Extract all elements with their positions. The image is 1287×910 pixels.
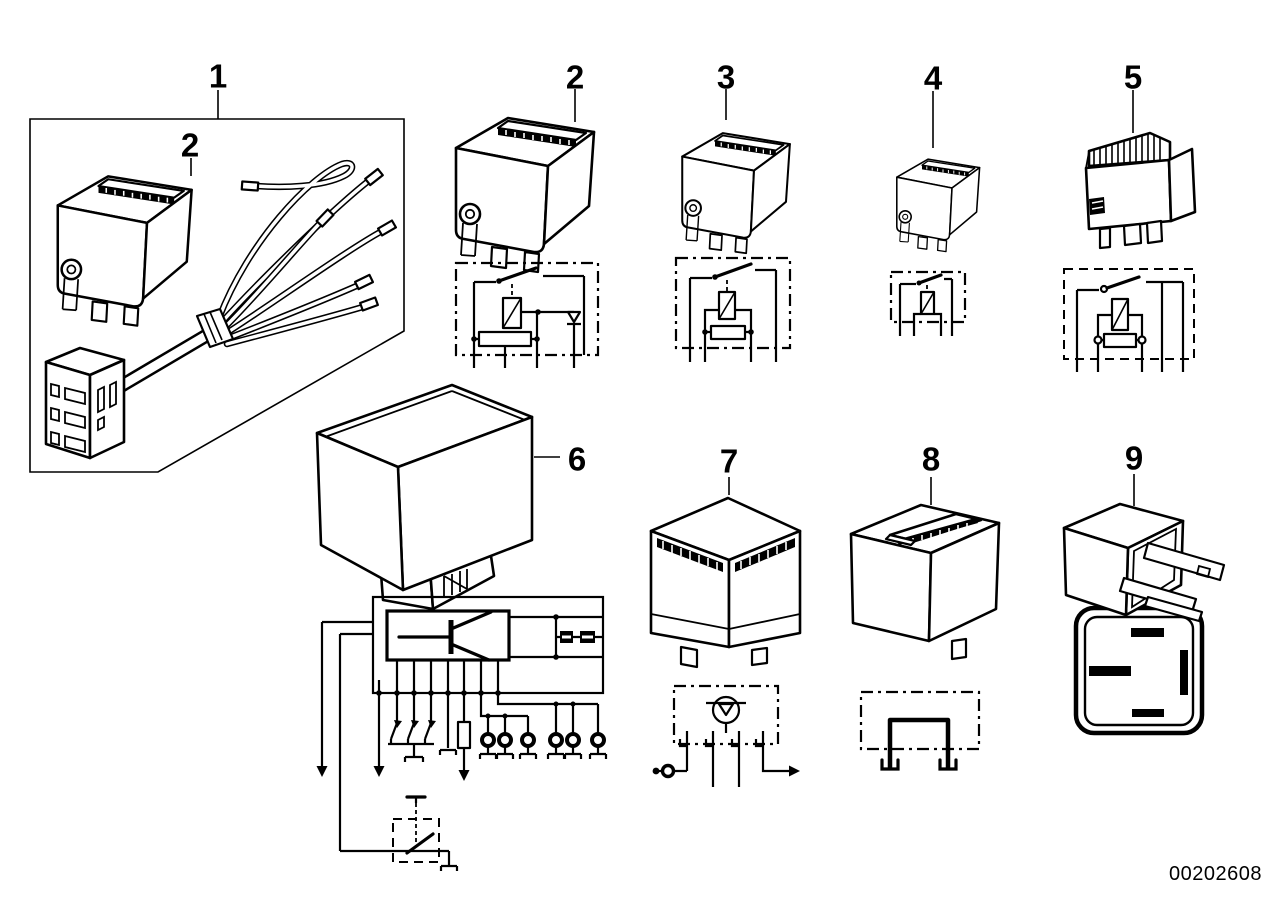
kit-harness-wires	[215, 159, 398, 348]
kit-harness-sleeve	[195, 307, 235, 349]
schematic-relay-3	[674, 256, 792, 362]
schematic-relay-5	[1063, 268, 1195, 372]
schematic-relay-8	[859, 690, 981, 771]
callout-item-1: 1	[208, 57, 228, 95]
relay-drawing-3	[681, 89, 791, 255]
relay-drawing-7	[649, 477, 802, 669]
schematic-relay-4	[889, 270, 967, 336]
relay-drawing-9	[1062, 474, 1226, 736]
relay-drawing-2	[454, 89, 596, 274]
callout-item-9: 9	[1124, 439, 1144, 477]
kit-connector-plug	[44, 346, 126, 460]
relay-drawing-4	[896, 91, 981, 253]
relay-drawing-5	[1084, 90, 1197, 250]
callout-item-3: 3	[716, 58, 736, 96]
kit-box-outline	[29, 90, 405, 473]
catalog-number: 00202608	[1169, 863, 1262, 885]
relay-drawing-8	[849, 477, 1001, 661]
callout-item-7: 7	[719, 442, 739, 480]
callout-item-5: 5	[1123, 58, 1143, 96]
schematic-relay-2	[454, 261, 600, 368]
kit-relay-drawing	[56, 158, 193, 327]
schematic-relay-6	[316, 595, 608, 871]
callout-kit-relay-2: 2	[180, 126, 200, 164]
callout-item-8: 8	[921, 440, 941, 478]
relay-drawing-6	[315, 383, 560, 611]
schematic-relay-7	[652, 684, 800, 787]
callout-item-4: 4	[923, 59, 943, 97]
callout-item-2: 2	[565, 58, 585, 96]
callout-item-6: 6	[567, 440, 587, 478]
